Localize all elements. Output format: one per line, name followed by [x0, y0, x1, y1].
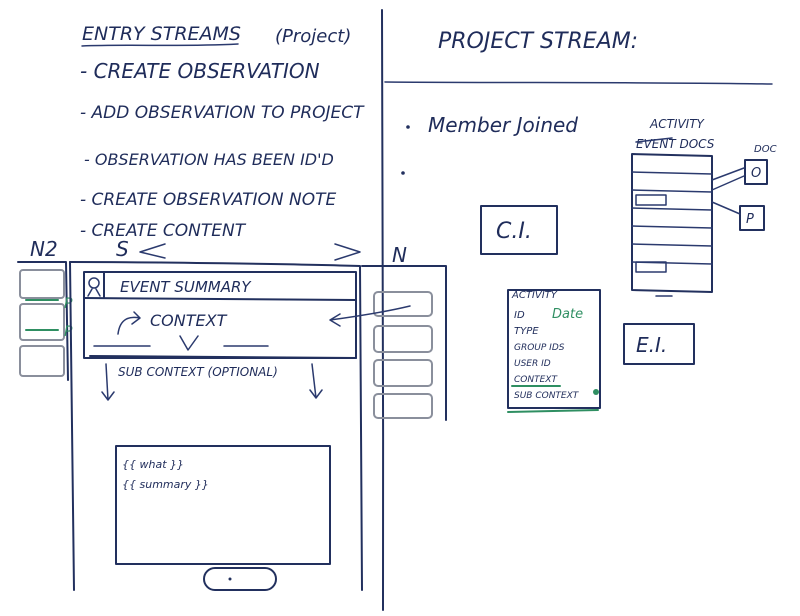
doc-o-box [744, 159, 768, 185]
ei-label: E.I. [636, 333, 667, 357]
context-link-arrow [329, 305, 411, 327]
home-button-dot [228, 577, 232, 581]
entry-item-3: - OBSERVATION HAS BEEN ID'D [84, 150, 334, 169]
sub-context-label: SUB CONTEXT (OPTIONAL) [118, 365, 278, 379]
entry-item-5: - CREATE CONTENT [80, 221, 247, 241]
entry-item-4: - CREATE OBSERVATION NOTE [80, 190, 337, 210]
side-marker-2: P [64, 324, 73, 340]
member-joined-label: Member Joined [428, 113, 578, 137]
doc-p-box [739, 205, 765, 231]
right-strip-card-1 [373, 291, 433, 317]
activity-card [507, 289, 601, 409]
bullet-1 [406, 125, 410, 129]
activity-field-user-id: USER ID [514, 359, 551, 369]
context-swirl-icon [117, 311, 141, 335]
home-button[interactable] [203, 567, 277, 591]
activity-card-date: Date [552, 307, 583, 322]
activity-docs-strike [635, 137, 673, 143]
activity-field-sub-context: SUB CONTEXT [514, 391, 580, 401]
activity-field-context: CONTEXT [514, 375, 558, 385]
context-bottom-rule [89, 355, 357, 359]
entry-item-1: - CREATE OBSERVATION [80, 59, 320, 83]
ei-box [623, 323, 695, 365]
left-strip-frame [17, 261, 69, 381]
right-strip-card-2 [373, 325, 433, 353]
right-rule [384, 81, 773, 85]
sub-arrow-right [309, 363, 323, 399]
activity-docs-rows [631, 171, 713, 265]
template-line-1: {{ what }} [122, 458, 184, 471]
left-strip-card-3 [19, 345, 65, 377]
sub-arrow-left [101, 363, 115, 401]
doc-label: DOC [754, 144, 777, 155]
main-frame-left [69, 261, 75, 591]
entry-item-2: - ADD OBSERVATION TO PROJECT [80, 103, 365, 123]
left-strip-card-1 [19, 269, 65, 299]
context-label: CONTEXT [150, 311, 228, 330]
bullet-2 [401, 171, 405, 175]
event-card-divider [83, 297, 357, 301]
main-frame [69, 261, 363, 591]
activity-docs-top: ACTIVITY [649, 117, 706, 131]
avatar-body-icon [87, 288, 101, 297]
activity-card-title: ACTIVITY [511, 290, 558, 301]
avatar-icon [88, 277, 100, 289]
doc-links [711, 167, 745, 215]
right-strip-frame [361, 265, 447, 421]
side-marker-1: P [64, 296, 73, 312]
col-label-mid: S [116, 237, 129, 261]
activity-docs-item-1 [635, 194, 667, 206]
activity-field-group-ids: GROUP IDS [514, 343, 565, 353]
doc-p-label: P [746, 212, 754, 227]
green-dot [593, 389, 599, 395]
ci-box [480, 205, 558, 255]
col-label-left: N2 [30, 237, 58, 261]
event-summary-label: EVENT SUMMARY [120, 278, 252, 296]
activity-field-type: TYPE [514, 326, 539, 337]
activity-field-id: ID [514, 310, 525, 321]
doc-o-label: O [751, 166, 761, 181]
entry-streams-note: (Project) [275, 26, 351, 47]
activity-docs-bottom: EVENT DOCS [636, 137, 715, 151]
ci-label: C.I. [496, 219, 532, 244]
arrow-left-mark [139, 243, 166, 259]
project-stream-title: PROJECT STREAM: [438, 29, 638, 54]
board-divider [380, 9, 385, 611]
template-line-2: {{ summary }} [122, 478, 209, 491]
col-label-right: N [392, 243, 407, 267]
right-strip-card-4 [373, 393, 433, 419]
template-box [115, 445, 331, 565]
activity-card-green-edge [507, 409, 599, 413]
event-card [83, 271, 357, 359]
activity-docs-item-2 [635, 261, 667, 273]
entry-streams-title: ENTRY STREAMS [82, 23, 241, 45]
left-strip-card-2 [19, 303, 65, 341]
title-underline [81, 43, 239, 47]
right-strip-card-3 [373, 359, 433, 387]
arrow-right-mark [334, 243, 361, 261]
context-scribble [93, 335, 199, 351]
